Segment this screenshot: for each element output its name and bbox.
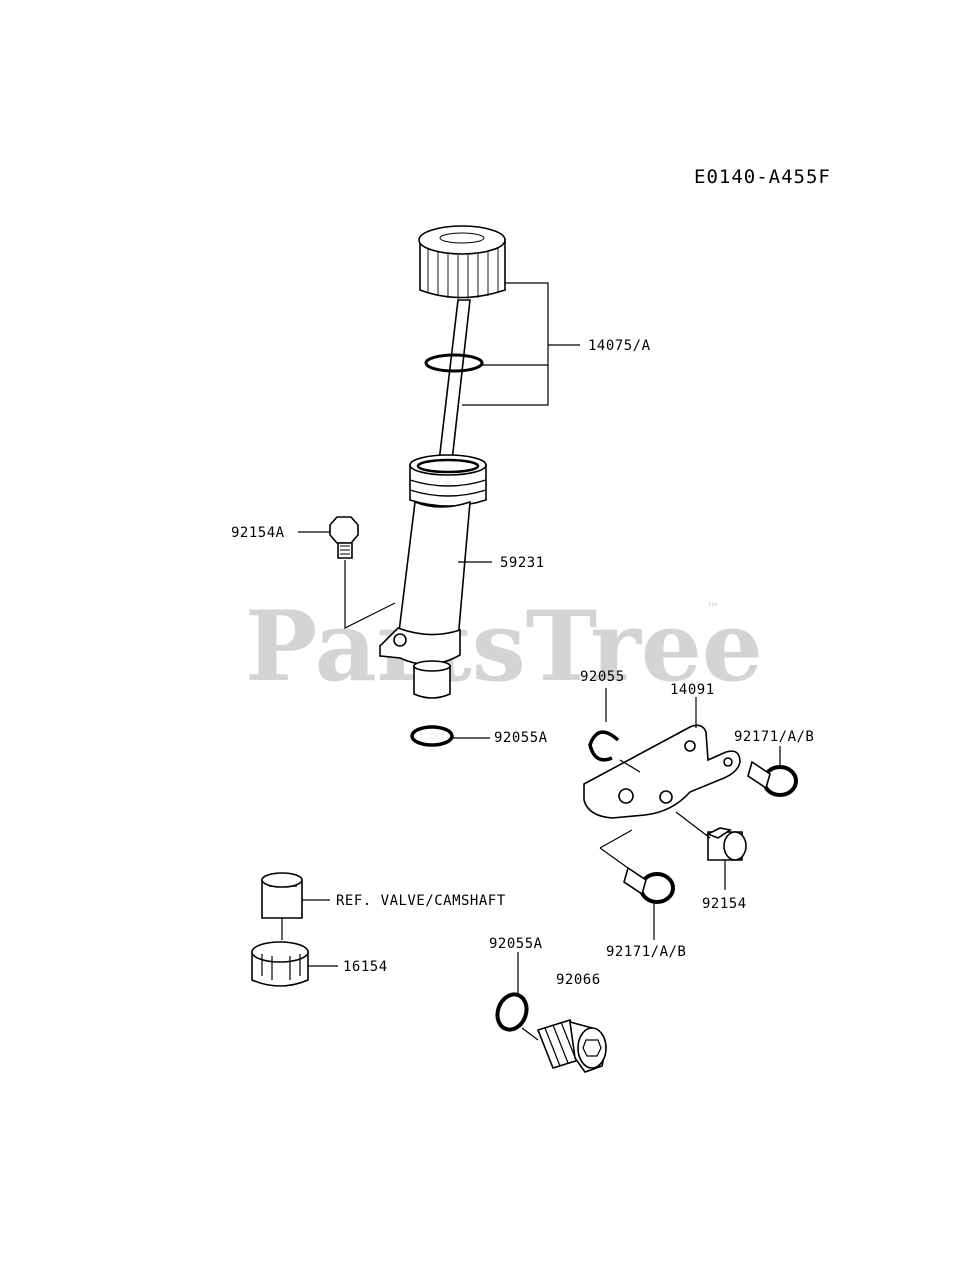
leader-lines xyxy=(298,282,781,1041)
label-92154a[interactable]: 92154A xyxy=(231,525,285,541)
clamp-right[interactable] xyxy=(747,760,798,797)
label-92055a-plug[interactable]: 92055A xyxy=(489,936,543,952)
bracket[interactable] xyxy=(583,724,741,819)
label-14091[interactable]: 14091 xyxy=(670,682,715,698)
clamp-bottom[interactable] xyxy=(623,866,675,904)
diagram-code: E0140-A455F xyxy=(694,166,831,188)
dipstick-rod[interactable] xyxy=(437,299,471,471)
ring-clip[interactable] xyxy=(588,730,620,762)
dipstick-o-ring[interactable] xyxy=(424,353,484,373)
bolt-left[interactable] xyxy=(329,516,359,559)
label-92055[interactable]: 92055 xyxy=(580,669,625,685)
oil-filler-cap[interactable] xyxy=(418,225,506,299)
tube-o-ring[interactable] xyxy=(410,725,454,747)
ref-valve-camshaft-gear[interactable] xyxy=(261,872,303,940)
watermark-trademark: ™ xyxy=(706,601,720,617)
bolt-right[interactable] xyxy=(706,827,747,861)
drain-plug[interactable] xyxy=(536,1019,607,1073)
label-92066[interactable]: 92066 xyxy=(556,972,601,988)
label-ref-valve-camshaft: REF. VALVE/CAMSHAFT xyxy=(336,893,506,909)
label-92154[interactable]: 92154 xyxy=(702,896,747,912)
watermark-text: PartsTree xyxy=(245,590,763,703)
gear-16154[interactable] xyxy=(251,941,309,987)
label-16154[interactable]: 16154 xyxy=(343,959,388,975)
label-92171-bottom[interactable]: 92171/A/B xyxy=(606,944,686,960)
label-14075-a[interactable]: 14075/A xyxy=(588,338,651,354)
label-92171-right[interactable]: 92171/A/B xyxy=(734,729,814,745)
plug-o-ring[interactable] xyxy=(493,990,532,1033)
oil-filler-tube[interactable] xyxy=(379,454,487,699)
label-59231[interactable]: 59231 xyxy=(500,555,545,571)
label-92055a-tube[interactable]: 92055A xyxy=(494,730,548,746)
